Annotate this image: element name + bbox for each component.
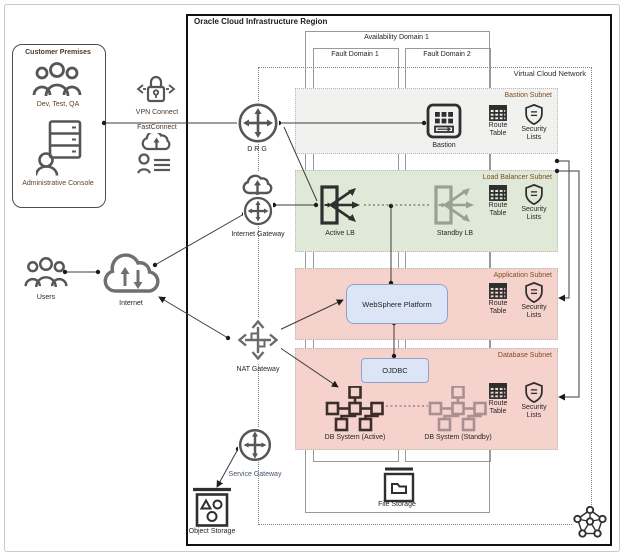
db-system-active-icon — [325, 386, 385, 432]
users-icon — [23, 254, 69, 290]
bastion-icon — [426, 103, 462, 139]
admin-console-label: Administrative Console — [22, 180, 94, 187]
websphere-platform-box: WebSphere Platform — [346, 284, 448, 324]
security-lists-label: Security Lists — [521, 126, 547, 142]
internet-gateway-label: Internet Gateway — [231, 231, 285, 238]
route-table-label: Route Table — [488, 202, 508, 218]
standby-lb-label: Standby LB — [436, 230, 474, 237]
bastion-label: Bastion — [432, 142, 456, 149]
route-table-icon — [489, 185, 507, 201]
object-storage-label: Object Storage — [188, 528, 236, 535]
route-table-label: Route Table — [488, 400, 508, 416]
db-system-active-label: DB System (Active) — [324, 434, 386, 441]
nat-gateway-icon — [235, 317, 281, 363]
drg-icon — [237, 102, 279, 144]
oci-region-box — [186, 14, 612, 546]
internet-gateway-cloud-icon — [240, 172, 276, 196]
standby-lb-icon — [432, 182, 476, 228]
users-label: Users — [36, 294, 56, 301]
oci-region-title: Oracle Cloud Infrastructure Region — [194, 17, 328, 26]
route-table-label: Route Table — [488, 300, 508, 316]
active-lb-label: Active LB — [325, 230, 355, 237]
customer-premises-title: Customer Premises — [25, 49, 91, 56]
route-table-icon — [489, 283, 507, 299]
fault-domain-2-label: Fault Domain 2 — [423, 51, 471, 58]
bastion-subnet-title: Bastion Subnet — [504, 92, 552, 99]
vcn-label: Virtual Cloud Network — [513, 69, 586, 78]
internet-label: Internet — [119, 300, 143, 307]
vpn-connect-label: VPN Connect — [135, 109, 179, 116]
application-subnet-title: Application Subnet — [493, 272, 552, 279]
security-lists-label: Security Lists — [521, 304, 547, 320]
security-lists-label: Security Lists — [521, 404, 547, 420]
dev-test-qa-users-icon — [31, 60, 83, 98]
fault-domain-2-box — [405, 48, 491, 462]
security-lists-icon — [525, 382, 543, 403]
fault-domain-1-box — [313, 48, 399, 462]
nat-gateway-label: NAT Gateway — [236, 366, 280, 373]
db-system-standby-icon — [428, 386, 488, 432]
vcn-box — [258, 67, 592, 525]
security-lists-icon — [525, 104, 543, 125]
database-subnet-title: Database Subnet — [497, 352, 552, 359]
dev-test-qa-label: Dev, Test, QA — [36, 101, 80, 108]
object-storage-icon — [192, 486, 232, 528]
internet-cloud-icon — [100, 248, 162, 298]
internet-gateway-icon — [243, 196, 273, 226]
fastconnect-icon — [137, 133, 175, 175]
ojdbc-box: OJDBC — [361, 358, 429, 383]
service-gateway-label: Service Gateway — [228, 471, 282, 478]
active-lb-icon — [318, 182, 362, 228]
network-mesh-icon — [572, 505, 608, 541]
load-balancer-subnet-title: Load Balancer Subnet — [482, 174, 552, 181]
availability-domain-label: Availability Domain 1 — [364, 34, 429, 41]
file-storage-label: File Storage — [378, 501, 416, 508]
route-table-label: Route Table — [488, 122, 508, 138]
route-table-icon — [489, 383, 507, 399]
file-storage-icon — [383, 467, 415, 503]
route-table-icon — [489, 105, 507, 121]
screenshot-border — [4, 4, 620, 552]
security-lists-label: Security Lists — [521, 206, 547, 222]
security-lists-icon — [525, 282, 543, 303]
drg-label: DRG — [247, 146, 269, 153]
fault-domain-1-label: Fault Domain 1 — [331, 51, 379, 58]
security-lists-icon — [525, 184, 543, 205]
customer-premises-box — [12, 44, 106, 208]
service-gateway-icon — [238, 428, 272, 462]
db-system-standby-label: DB System (Standby) — [424, 434, 492, 441]
admin-console-icon — [36, 120, 82, 176]
fastconnect-label: FastConnect — [137, 124, 177, 131]
vpn-connect-icon — [135, 72, 177, 106]
